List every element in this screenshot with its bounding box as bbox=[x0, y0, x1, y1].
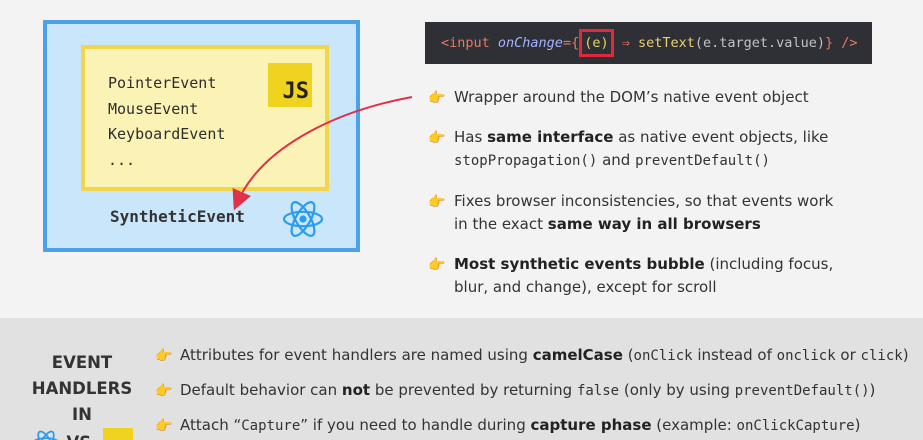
code-arrow: ⇒ bbox=[613, 35, 638, 51]
code-attr: onChange bbox=[497, 35, 563, 51]
handler-fact-item: 👉 Attach “Capture” if you need to handle… bbox=[155, 413, 920, 438]
event-handler-facts: 👉 Attributes for event handlers are name… bbox=[155, 343, 920, 440]
synthetic-event-box: PointerEvent MouseEvent KeyboardEvent ..… bbox=[43, 20, 360, 252]
js-logo: JS bbox=[103, 428, 134, 440]
pointing-hand-icon: 👉 bbox=[428, 194, 446, 210]
synthetic-event-facts: 👉 Wrapper around the DOM’s native event … bbox=[428, 86, 888, 316]
event-keyboard: KeyboardEvent bbox=[108, 125, 226, 143]
vs-label: VS. bbox=[67, 430, 98, 440]
event-pointer: PointerEvent bbox=[108, 74, 217, 92]
code-args: (e.target.value) bbox=[694, 35, 825, 51]
pointing-hand-icon: 👉 bbox=[428, 257, 446, 273]
code-tag: <input bbox=[441, 35, 498, 51]
fact-item: 👉 Most synthetic events bubble (includin… bbox=[428, 255, 834, 296]
fact-item: 👉 Fixes browser inconsistencies, so that… bbox=[428, 192, 834, 233]
code-lbrace: { bbox=[571, 35, 580, 51]
pointing-hand-icon: 👉 bbox=[155, 383, 173, 399]
fact-item: 👉 Wrapper around the DOM’s native event … bbox=[428, 86, 888, 109]
pointing-hand-icon: 👉 bbox=[155, 418, 173, 434]
react-logo-icon bbox=[33, 430, 58, 440]
synthetic-event-label: SyntheticEvent bbox=[110, 207, 245, 226]
code-close: } /> bbox=[824, 35, 858, 51]
code-param-highlight: (e) bbox=[579, 29, 614, 57]
section-label: EVENT HANDLERS IN VS. JS bbox=[22, 350, 142, 440]
native-event-box: PointerEvent MouseEvent KeyboardEvent ..… bbox=[81, 45, 329, 191]
fact-item: 👉 Has same interface as native event obj… bbox=[428, 128, 829, 169]
pointing-hand-icon: 👉 bbox=[155, 348, 173, 364]
code-eq: = bbox=[562, 35, 572, 51]
react-logo-icon bbox=[281, 197, 325, 245]
native-event-list: PointerEvent MouseEvent KeyboardEvent ..… bbox=[108, 71, 225, 173]
handler-fact-item: 👉 Attributes for event handlers are name… bbox=[155, 343, 920, 368]
pointing-hand-icon: 👉 bbox=[428, 90, 446, 106]
event-handlers-section: EVENT HANDLERS IN VS. JS 👉 Attributes fo… bbox=[0, 318, 923, 440]
code-fn: setText bbox=[638, 35, 695, 51]
event-ellipsis: ... bbox=[108, 150, 136, 169]
pointing-hand-icon: 👉 bbox=[428, 130, 446, 146]
js-logo: JS bbox=[268, 63, 312, 107]
code-snippet: <input onChange={(e) ⇒ setText(e.target.… bbox=[425, 22, 872, 64]
event-mouse: MouseEvent bbox=[108, 99, 199, 118]
handler-fact-item: 👉 Default behavior can not be prevented … bbox=[155, 378, 920, 403]
